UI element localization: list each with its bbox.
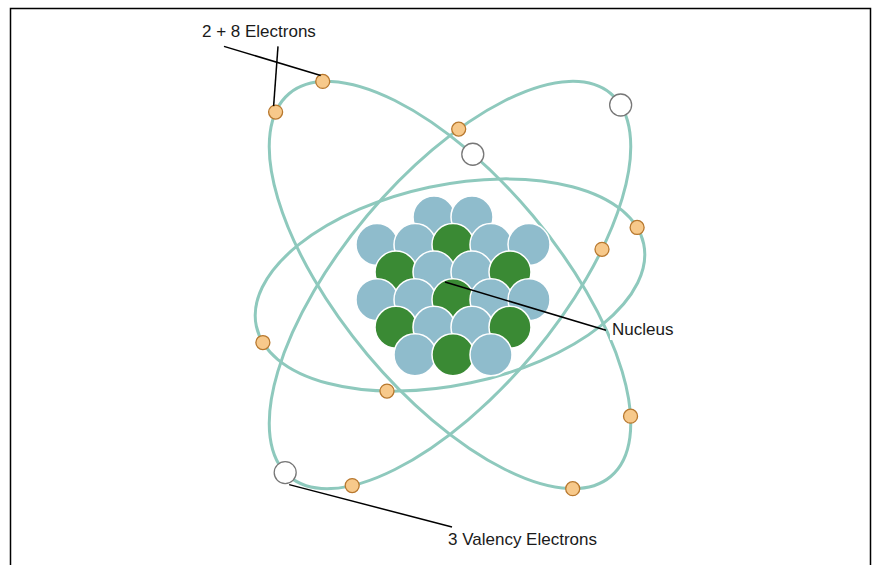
electron <box>316 74 330 88</box>
electron <box>595 242 609 256</box>
nucleon <box>394 334 436 376</box>
nucleus-label: Nucleus <box>610 320 675 340</box>
electron-orbit <box>207 24 694 546</box>
leader-line <box>289 485 452 527</box>
electron <box>345 479 359 493</box>
leader-group <box>224 46 606 527</box>
valence-electron <box>610 94 632 116</box>
frame-border <box>11 9 871 565</box>
leader-line <box>224 46 321 75</box>
nucleon <box>432 334 474 376</box>
leader-line <box>274 46 278 106</box>
orbit-group <box>207 24 694 546</box>
electron <box>269 105 283 119</box>
electron <box>566 482 580 496</box>
electron-group <box>256 74 644 495</box>
electron <box>380 384 394 398</box>
nucleon <box>470 334 512 376</box>
electron <box>452 122 466 136</box>
valence-electron <box>274 462 296 484</box>
nucleus <box>356 196 550 376</box>
electrons-label: 2 + 8 Electrons <box>200 22 318 42</box>
valence-electron <box>462 143 484 165</box>
leader-line <box>445 282 606 330</box>
valence-label: 3 Valency Electrons <box>446 530 599 550</box>
electron <box>630 220 644 234</box>
electron <box>624 409 638 423</box>
electron <box>256 336 270 350</box>
electron-orbit <box>207 24 694 546</box>
electron-orbit <box>236 146 665 424</box>
